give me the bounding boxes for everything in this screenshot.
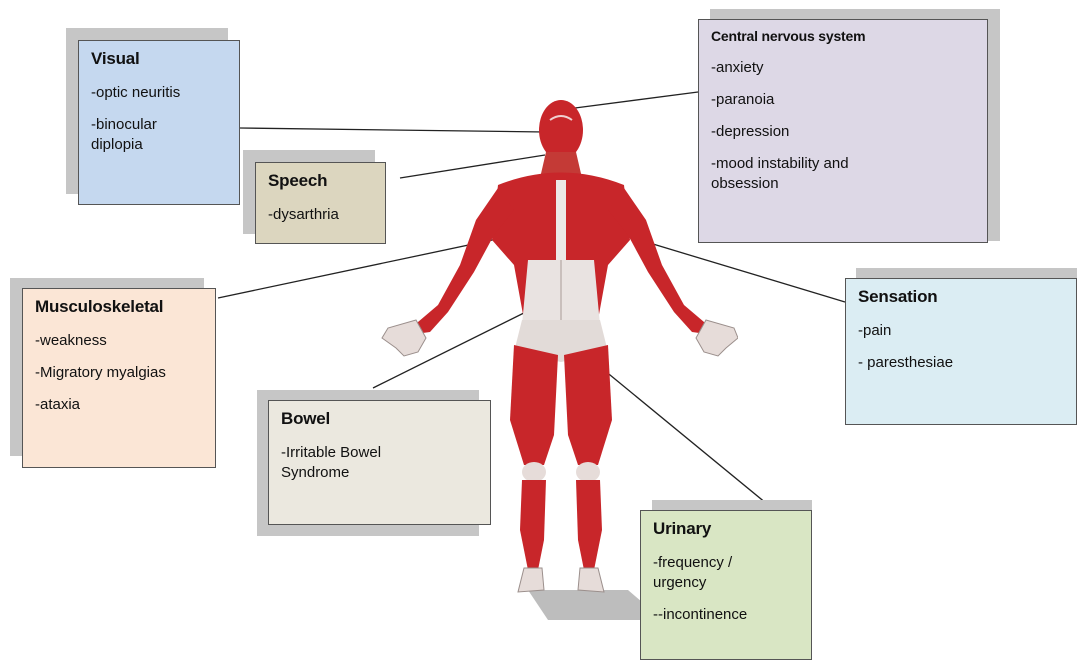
left-arm bbox=[408, 188, 514, 335]
left-lower-leg bbox=[520, 480, 546, 570]
urinary-title: Urinary bbox=[653, 519, 799, 539]
head bbox=[539, 100, 583, 160]
visual-item: -optic neuritis bbox=[91, 83, 227, 103]
sensation-title: Sensation bbox=[858, 287, 1064, 307]
musculoskeletal-title: Musculoskeletal bbox=[35, 297, 203, 317]
speech-item: -dysarthria bbox=[268, 205, 373, 225]
visual-title: Visual bbox=[91, 49, 227, 69]
sensation-box: Sensation -pain - paresthesiae bbox=[845, 278, 1077, 425]
cns-item: -mood instability and obsession bbox=[711, 154, 975, 194]
visual-box: Visual -optic neuritis -binocular diplop… bbox=[78, 40, 240, 205]
urinary-item: -frequency / urgency bbox=[653, 553, 799, 593]
left-thigh bbox=[510, 345, 558, 465]
left-hand bbox=[382, 320, 426, 356]
right-thigh bbox=[564, 345, 612, 465]
musculoskeletal-box: Musculoskeletal -weakness -Migratory mya… bbox=[22, 288, 216, 468]
left-foot bbox=[518, 568, 544, 592]
right-lower-leg bbox=[576, 480, 602, 570]
speech-title: Speech bbox=[268, 171, 373, 191]
bowel-item: -Irritable Bowel Syndrome bbox=[281, 443, 478, 483]
cns-item: -depression bbox=[711, 122, 975, 142]
cns-item: -anxiety bbox=[711, 58, 975, 78]
musculoskeletal-item: -weakness bbox=[35, 331, 203, 351]
urinary-box: Urinary -frequency / urgency --incontine… bbox=[640, 510, 812, 660]
sensation-item: - paresthesiae bbox=[858, 353, 1064, 373]
visual-item: -binocular diplopia bbox=[91, 115, 227, 155]
sternum bbox=[556, 180, 566, 260]
right-knee bbox=[576, 462, 600, 482]
cns-box: Central nervous system -anxiety -paranoi… bbox=[698, 19, 988, 243]
cns-title: Central nervous system bbox=[711, 28, 975, 44]
musculoskeletal-item: -Migratory myalgias bbox=[35, 363, 203, 383]
bowel-box: Bowel -Irritable Bowel Syndrome bbox=[268, 400, 491, 525]
cns-item: -paranoia bbox=[711, 90, 975, 110]
speech-box: Speech -dysarthria bbox=[255, 162, 386, 244]
right-foot bbox=[578, 568, 604, 592]
urinary-item: --incontinence bbox=[653, 605, 799, 625]
musculoskeletal-item: -ataxia bbox=[35, 395, 203, 415]
sensation-item: -pain bbox=[858, 321, 1064, 341]
bowel-title: Bowel bbox=[281, 409, 478, 429]
left-knee bbox=[522, 462, 546, 482]
